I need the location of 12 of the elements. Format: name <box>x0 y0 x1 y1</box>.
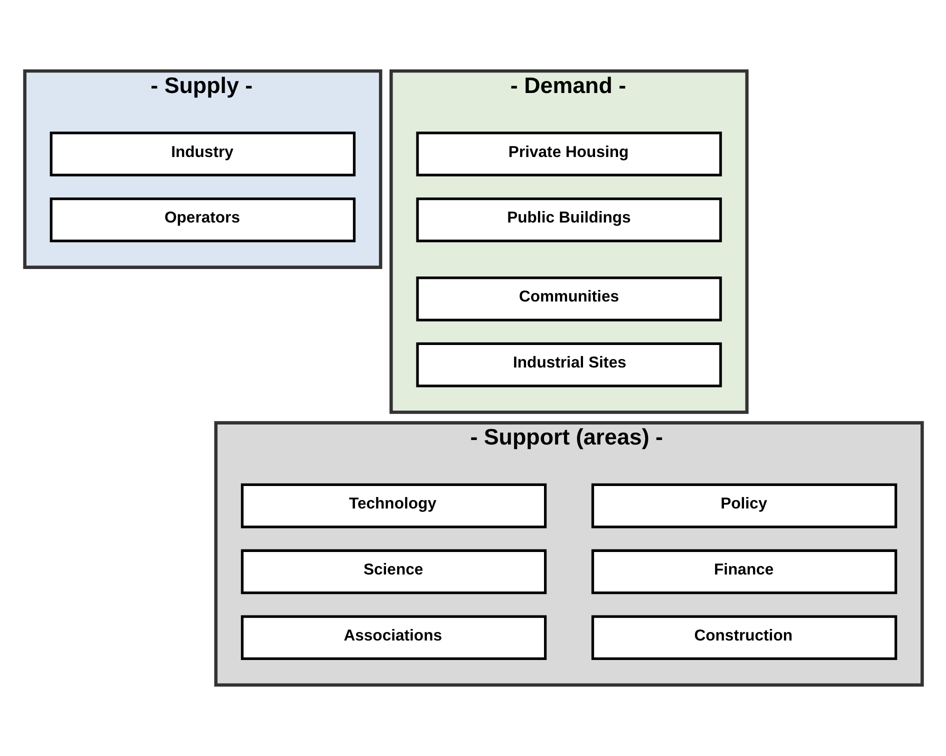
node-box: Technology <box>240 483 546 528</box>
node-box: Private Housing <box>416 132 722 176</box>
node-box: Public Buildings <box>416 197 722 242</box>
node-box: Policy <box>590 483 897 528</box>
node-box: Industrial Sites <box>416 342 722 388</box>
node-box: Finance <box>590 549 897 594</box>
node-box: Operators <box>49 197 356 242</box>
node-box: Science <box>240 549 546 594</box>
node-box: Industry <box>49 132 356 176</box>
node-box: Communities <box>416 276 722 322</box>
node-box: Construction <box>590 615 897 660</box>
node-box: Associations <box>240 615 546 660</box>
